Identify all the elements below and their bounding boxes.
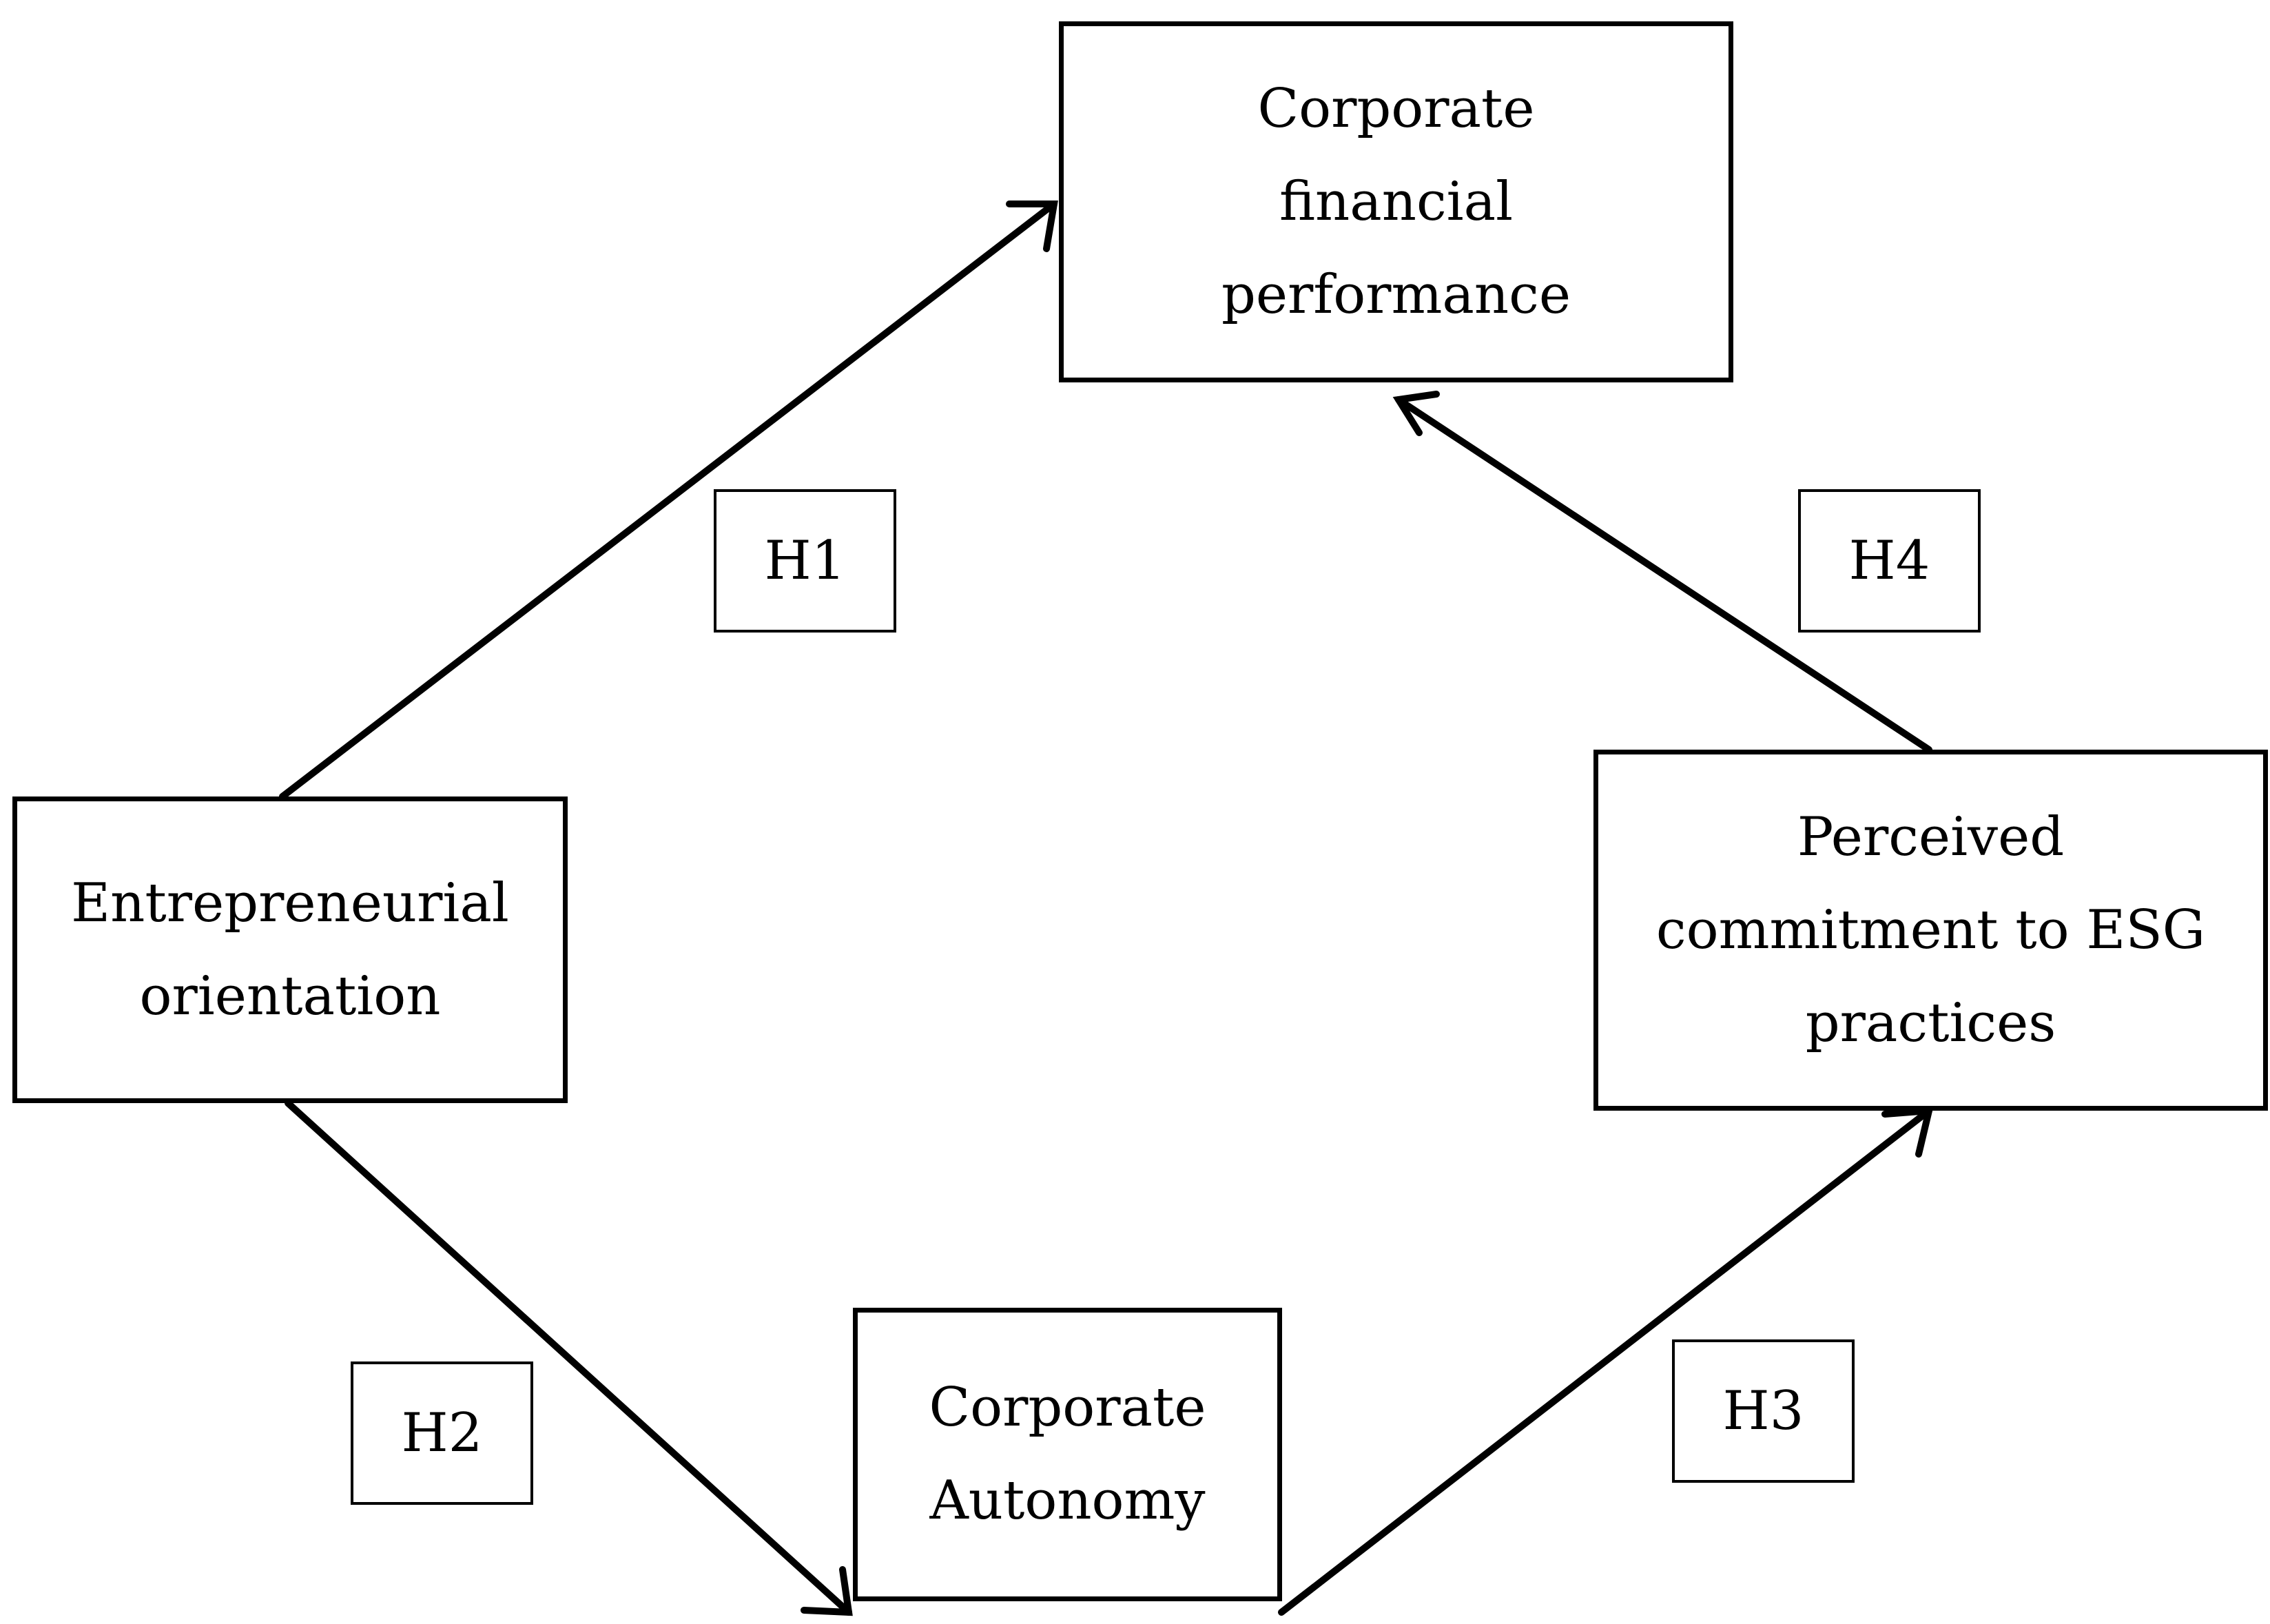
hypothesis-text: H1 (764, 530, 846, 592)
node-entrepreneurial-orientation: Entrepreneurial orientation (12, 796, 568, 1103)
arrow-h1 (279, 201, 1058, 800)
hypothesis-label-h2: H2 (351, 1361, 533, 1505)
node-label: Corporate Autonomy (929, 1377, 1206, 1532)
arrow-h3 (1278, 1107, 1934, 1616)
hypothesis-text: H4 (1848, 530, 1930, 592)
hypothesis-label-h1: H1 (714, 489, 896, 633)
hypothesis-label-h4: H4 (1798, 489, 1981, 633)
node-label: Corporate financial performance (1221, 77, 1571, 326)
node-corporate-financial-performance: Corporate financial performance (1059, 21, 1733, 382)
hypothesis-label-h3: H3 (1672, 1339, 1855, 1483)
node-label: Perceived commitment to ESG practices (1655, 805, 2206, 1054)
hypothesis-text: H3 (1722, 1380, 1804, 1442)
node-perceived-esg-commitment: Perceived commitment to ESG practices (1593, 750, 2268, 1111)
node-corporate-autonomy: Corporate Autonomy (853, 1308, 1282, 1601)
arrow-h4 (1392, 391, 1932, 753)
arrow-h2 (285, 1100, 853, 1616)
node-label: Entrepreneurial orientation (71, 872, 509, 1027)
hypothesis-text: H2 (401, 1402, 483, 1464)
